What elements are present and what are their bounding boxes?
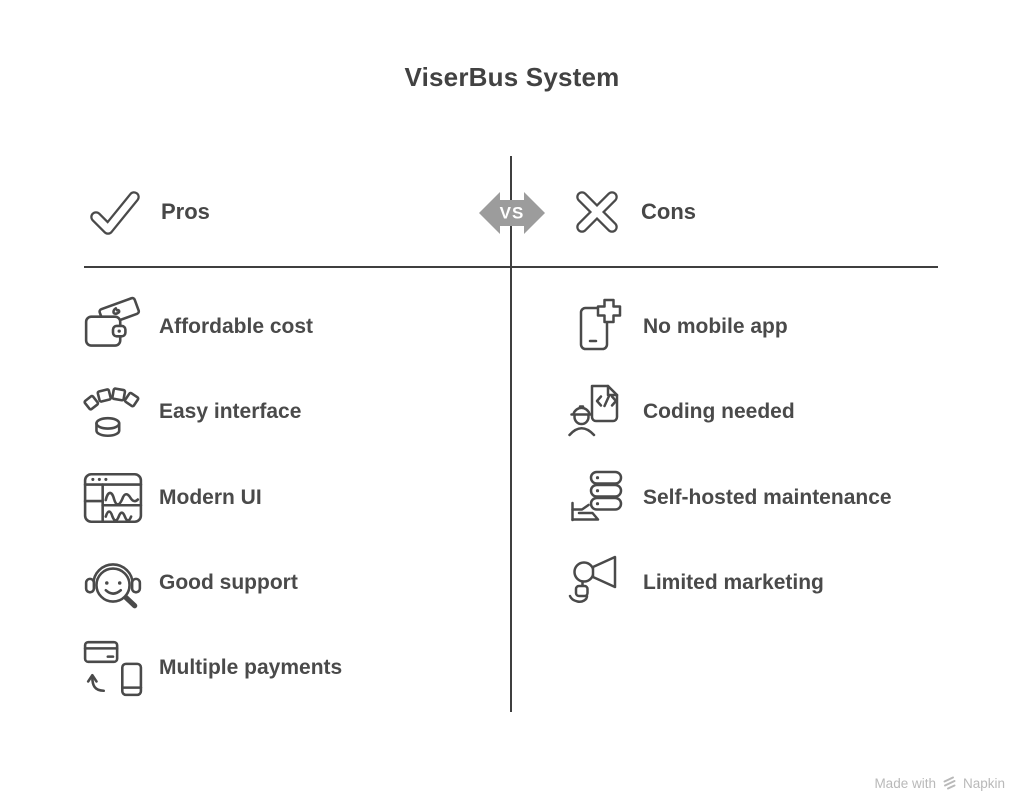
cons-header: Cons [568, 182, 696, 242]
list-item-label: Modern UI [159, 486, 262, 509]
support-headset-icon [82, 552, 144, 614]
pros-header-label: Pros [161, 199, 210, 224]
page-title: ViserBus System [404, 62, 620, 92]
list-item-coding-needed: Coding needed [568, 380, 795, 444]
horizontal-divider [84, 266, 938, 268]
browser-window-icon [82, 467, 144, 529]
check-icon [84, 181, 146, 243]
list-item-label: Multiple payments [159, 656, 343, 679]
list-item-multiple-payments: Multiple payments [82, 636, 342, 700]
developer-document-icon [568, 382, 628, 442]
vs-badge-shape [479, 192, 545, 234]
control-panel-icon [82, 381, 144, 443]
list-item-label: Good support [159, 571, 298, 594]
watermark: Made with Napkin [874, 775, 1005, 791]
watermark-brand: Napkin [962, 775, 1005, 791]
list-item-modern-ui: Modern UI [82, 466, 262, 530]
list-item-label: No mobile app [643, 315, 788, 338]
vs-badge-label: VS [500, 203, 525, 222]
list-item-affordable-cost: Affordable cost [82, 295, 313, 359]
list-item-limited-marketing: Limited marketing [568, 551, 824, 615]
list-item-good-support: Good support [82, 551, 298, 615]
list-item-label: Self-hosted maintenance [643, 486, 892, 509]
list-item-label: Easy interface [159, 400, 302, 423]
list-item-label: Coding needed [643, 400, 795, 423]
cons-header-label: Cons [641, 199, 696, 224]
megaphone-icon [568, 553, 628, 613]
wallet-cash-icon [82, 296, 144, 358]
pros-header: Pros [84, 180, 210, 244]
phone-plus-icon [568, 297, 628, 357]
list-item-easy-interface: Easy interface [82, 380, 301, 444]
x-icon [568, 183, 626, 241]
vs-badge: VS [479, 192, 545, 234]
list-item-no-mobile-app: No mobile app [568, 295, 788, 359]
list-item-label: Affordable cost [159, 315, 314, 338]
card-phone-transfer-icon [82, 637, 144, 699]
napkin-logo-icon [942, 775, 957, 791]
list-item-self-hosted-maintenance: Self-hosted maintenance [568, 466, 892, 530]
watermark-prefix: Made with [874, 775, 936, 791]
vertical-divider [510, 156, 512, 712]
list-item-label: Limited marketing [643, 571, 824, 594]
server-hand-icon [568, 468, 628, 528]
